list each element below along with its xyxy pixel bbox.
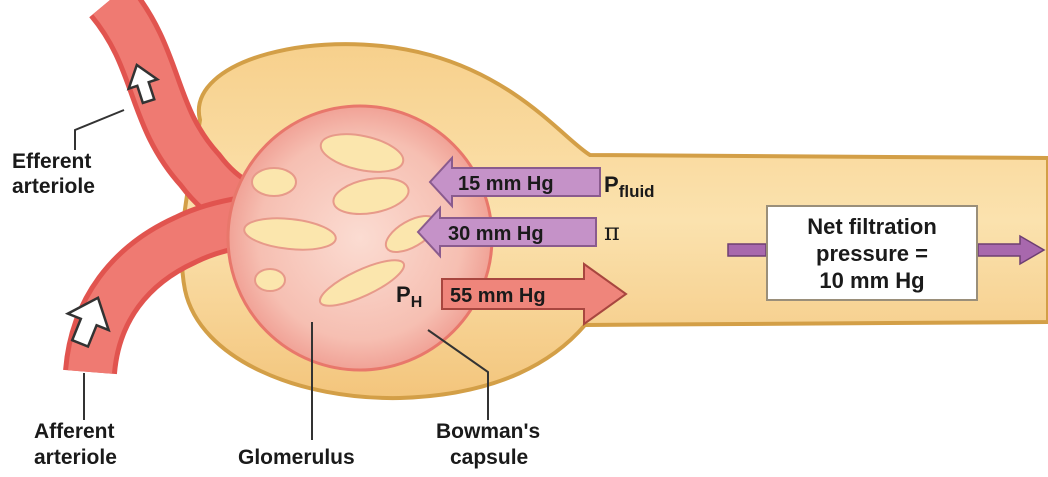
net-filtration-line3: 10 mm Hg [819, 267, 924, 294]
net-filtration-line1: Net filtration [807, 213, 937, 240]
efferent-label-line1: Efferent [12, 150, 91, 173]
bowman-label-line2: capsule [450, 446, 528, 469]
glomerulus-label: Glomerulus [238, 446, 355, 469]
afferent-label-line2: arteriole [34, 446, 117, 469]
tubule-flow-arrow-left-icon [728, 244, 766, 256]
net-filtration-line2: pressure = [816, 240, 928, 267]
afferent-label-line1: Afferent [34, 420, 115, 443]
hydrostatic-pressure-value: 55 mm Hg [450, 285, 546, 307]
osmotic-pressure-symbol: π [604, 218, 620, 246]
efferent-leader [75, 110, 124, 150]
osmotic-pressure-value: 30 mm Hg [448, 223, 544, 245]
bowman-label-line1: Bowman's [436, 420, 540, 443]
fluid-pressure-value: 15 mm Hg [458, 173, 554, 195]
efferent-label-line2: arteriole [12, 175, 95, 198]
net-filtration-box: Net filtration pressure = 10 mm Hg [766, 205, 978, 301]
